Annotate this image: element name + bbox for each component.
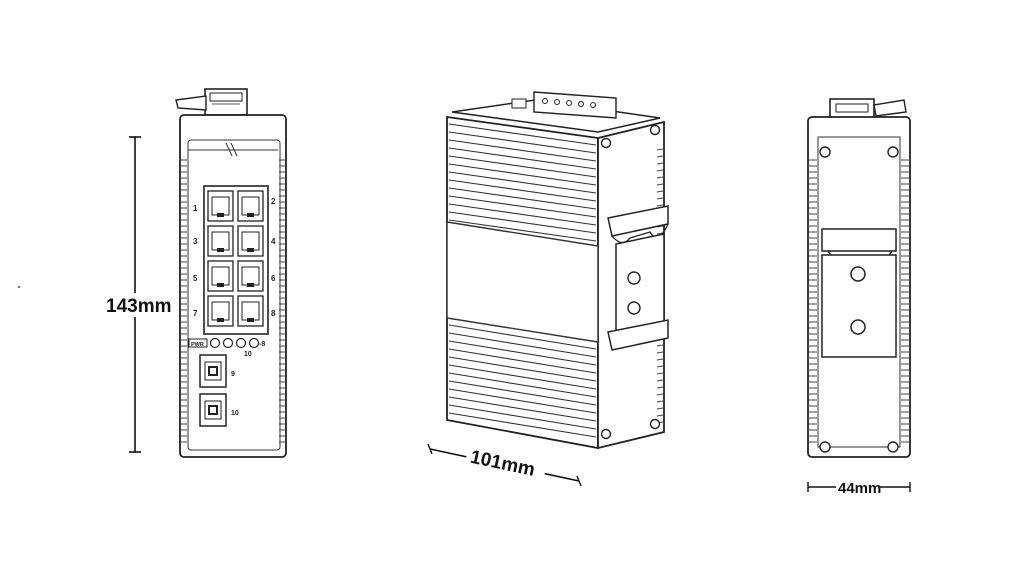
sfp-port-10 (199, 393, 227, 427)
rib-line (656, 407, 664, 410)
port-number-1: 1 (193, 204, 198, 213)
rib-line (656, 190, 664, 193)
fin-line (448, 179, 597, 202)
rib-line (656, 148, 664, 151)
fin-line (448, 396, 597, 422)
fin-line (448, 332, 597, 358)
rj45-port-latch (217, 248, 224, 252)
back-din-rail-clip (821, 228, 897, 358)
fin-line (448, 187, 597, 210)
rib-line (656, 365, 664, 368)
rib-line (656, 344, 664, 347)
rj45-port-latch (247, 318, 254, 322)
stray-dot (18, 286, 20, 288)
front-view: 1 2 3 4 5 6 7 8 PWR -8 10 9 (175, 88, 287, 458)
fin-line (448, 123, 597, 146)
rib-line (656, 197, 664, 200)
port-number-5: 5 (193, 274, 198, 283)
rj45-port-latch (247, 283, 254, 287)
rj45-port-opening (241, 266, 260, 286)
port-number-8: 8 (271, 309, 276, 318)
rib-line (656, 183, 664, 186)
fin-line (448, 203, 597, 226)
rib-line (656, 155, 664, 158)
fin-line (448, 412, 597, 438)
fin-line (448, 372, 597, 398)
led-10-label: 10 (244, 351, 252, 358)
fin-line (448, 163, 597, 186)
side-view (446, 91, 669, 450)
rib-line (656, 386, 664, 389)
fin-line (448, 324, 597, 350)
fin-line (448, 171, 597, 194)
rib-line (656, 372, 664, 375)
rj45-port-opening (211, 301, 230, 321)
fin-line (448, 211, 597, 234)
width-label: 44mm (838, 480, 881, 497)
rj45-port-opening (211, 231, 230, 251)
port-number-2: 2 (271, 197, 276, 206)
fin-line (448, 147, 597, 170)
side-terminal-block (511, 91, 617, 119)
back-view (807, 98, 911, 458)
fin-line (448, 364, 597, 390)
rj45-port-opening (241, 231, 260, 251)
port-number-4: 4 (271, 237, 276, 246)
fin-line (448, 380, 597, 406)
side-screws (600, 124, 661, 440)
fin-line (448, 348, 597, 374)
rib-line (656, 169, 664, 172)
rib-line (656, 358, 664, 361)
back-side-ribs (809, 159, 909, 443)
depth-dimension: 101mm (427, 441, 582, 487)
fin-line (448, 139, 597, 162)
back-screws (819, 146, 899, 453)
width-dimension: 44mm (807, 476, 911, 497)
rj45-port-opening (241, 301, 260, 321)
led-range-label: -8 (259, 341, 265, 348)
status-leds: PWR -8 10 (188, 337, 265, 358)
rj45-port-grid (207, 190, 264, 327)
rj45-port-latch (217, 213, 224, 217)
led-pwr-label: PWR (191, 342, 204, 348)
fin-line (448, 388, 597, 414)
port-number-6: 6 (271, 274, 276, 283)
fin-line (448, 195, 597, 218)
sfp-label-9: 9 (231, 371, 235, 378)
fin-line (448, 340, 597, 366)
sfp-port-9 (199, 354, 227, 388)
rj45-port-opening (211, 196, 230, 216)
rib-line (656, 351, 664, 354)
port-number-3: 3 (193, 237, 198, 246)
front-terminal-block (175, 88, 248, 116)
rib-line (656, 176, 664, 179)
fin-line (448, 155, 597, 178)
rib-line (656, 379, 664, 382)
port-number-7: 7 (193, 309, 198, 318)
rj45-port-opening (211, 266, 230, 286)
rib-line (656, 400, 664, 403)
din-rail-clip (607, 205, 669, 351)
rj45-port-latch (247, 213, 254, 217)
height-label: 143mm (106, 296, 172, 317)
fin-line (448, 356, 597, 382)
rj45-port-opening (241, 196, 260, 216)
height-dimension: 143mm (104, 136, 172, 453)
rj45-port-latch (247, 248, 254, 252)
front-side-ribs (181, 159, 285, 443)
rj45-port-latch (217, 318, 224, 322)
fin-line (448, 404, 597, 430)
fin-line (448, 219, 597, 242)
sfp-label-10: 10 (231, 410, 239, 417)
rib-line (656, 414, 664, 417)
rib-line (656, 162, 664, 165)
rj45-port-latch (217, 283, 224, 287)
rib-line (656, 204, 664, 207)
fin-line (448, 131, 597, 154)
rib-line (656, 393, 664, 396)
